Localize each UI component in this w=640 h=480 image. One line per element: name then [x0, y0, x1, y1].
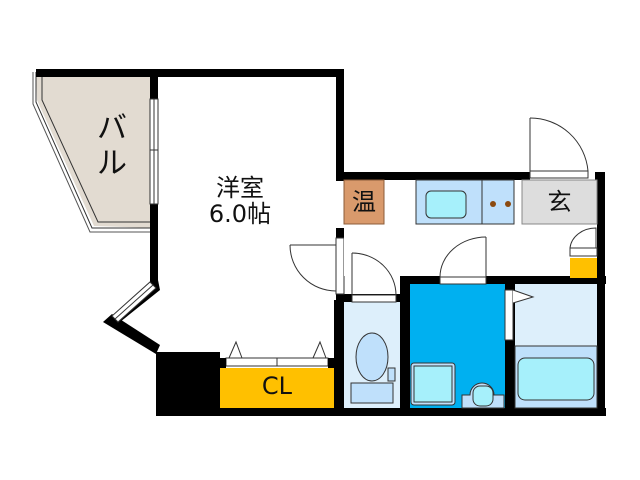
balcony-label-line1: バ: [97, 111, 127, 146]
western-room-size: 6.0帖: [208, 200, 272, 228]
front-door[interactable]: [529, 117, 589, 179]
door-bathroom[interactable]: [504, 289, 535, 341]
entrance: [521, 179, 598, 225]
walls: [36, 69, 606, 416]
bathtub: [517, 357, 595, 401]
door-toilet[interactable]: [351, 252, 397, 303]
washroom: [410, 284, 505, 409]
western-room-label: 洋室 6.0帖: [200, 176, 280, 226]
closet: [218, 340, 336, 408]
shoe-box: [569, 227, 598, 278]
entrance-label: 玄: [547, 188, 572, 216]
kitchen-counter: [415, 179, 515, 225]
toilet-room: [344, 302, 400, 408]
balcony: [32, 72, 155, 233]
window-angled: [111, 281, 157, 323]
balcony-label: バ ル: [94, 111, 130, 181]
toilet-tank: [350, 382, 394, 404]
stove-burner: [490, 201, 496, 207]
water-heater-label: 温: [352, 188, 376, 216]
toilet-bowl: [355, 332, 389, 382]
western-room-name: 洋室: [216, 174, 264, 202]
window-west: [149, 98, 159, 205]
balcony-label-line2: ル: [97, 145, 127, 181]
water-heater: [343, 179, 385, 225]
bathroom: [514, 284, 598, 409]
door-washroom[interactable]: [439, 236, 487, 285]
stove-burner: [505, 201, 511, 207]
western-room-floor: [160, 76, 338, 376]
sink: [425, 190, 467, 219]
closet-label: CL: [261, 372, 293, 400]
